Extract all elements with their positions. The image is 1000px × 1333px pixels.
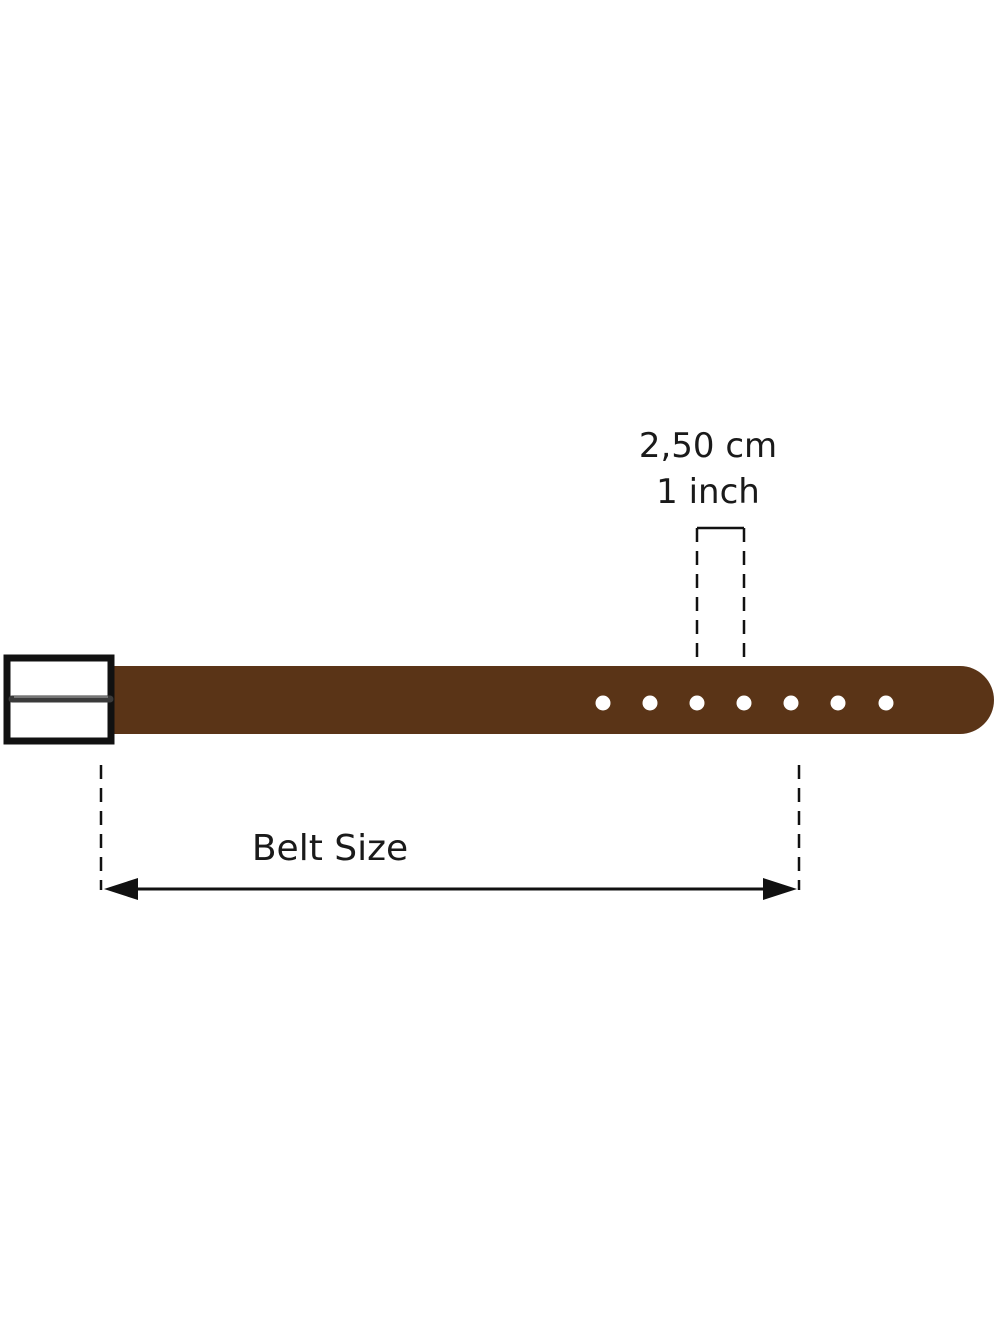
arrow-right-icon <box>763 878 797 900</box>
hole-spacing-metric-label: 2,50 cm <box>639 426 777 466</box>
belt-hole <box>830 695 846 711</box>
belt-hole <box>736 695 752 711</box>
belt-hole <box>878 695 894 711</box>
belt-hole <box>595 695 611 711</box>
belt-hole <box>689 695 705 711</box>
belt-size-arrow <box>104 878 797 900</box>
hole-spacing-bracket <box>695 526 746 658</box>
belt-holes <box>595 695 894 711</box>
belt-hole <box>783 695 799 711</box>
hole-spacing-imperial-label: 1 inch <box>656 472 760 512</box>
belt-hole <box>642 695 658 711</box>
belt-size-label: Belt Size <box>252 828 408 869</box>
belt-size-guides <box>99 765 801 890</box>
belt-strap <box>110 666 994 734</box>
arrow-left-icon <box>104 878 138 900</box>
